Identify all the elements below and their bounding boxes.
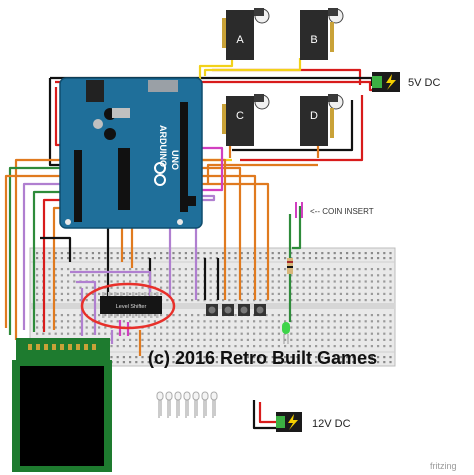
- strip-led: [165, 391, 173, 418]
- chip-pins: [102, 292, 159, 318]
- copyright-text: (c) 2016 Retro Built Games: [148, 348, 377, 368]
- led-strip: [156, 391, 218, 418]
- push-buttons: [206, 304, 266, 316]
- power-jack-5v: 5V DC: [372, 72, 440, 92]
- level-shifter-label: Level Shifter: [116, 304, 147, 310]
- servo-c-label: C: [236, 110, 244, 122]
- strip-led: [183, 391, 191, 418]
- level-shifter-chip: Level Shifter: [100, 292, 162, 318]
- servo-b-label: B: [310, 34, 317, 46]
- lightning-icon: [288, 414, 298, 430]
- servo-d: D: [300, 94, 344, 146]
- servo-motors: A B C D: [222, 8, 344, 146]
- strip-led: [210, 391, 218, 418]
- lcd-pins: [28, 344, 96, 350]
- arduino-logo-icon: [154, 162, 166, 186]
- push-button: [206, 304, 218, 316]
- servo-b: B: [300, 8, 344, 60]
- arduino-model-text: UNO: [170, 150, 180, 170]
- fritzing-watermark: fritzing: [430, 461, 457, 471]
- strip-led: [156, 391, 164, 418]
- resistor: [287, 258, 293, 274]
- coin-insert-label: <-- COIN INSERT: [310, 207, 374, 216]
- power-12v-label: 12V DC: [312, 418, 351, 430]
- power-5v-label: 5V DC: [408, 77, 440, 89]
- power-jack-12v: 12V DC: [276, 412, 351, 432]
- lightning-icon: [386, 74, 396, 90]
- coin-insert-connector: <-- COIN INSERT: [295, 202, 374, 218]
- servo-a: A: [222, 8, 270, 60]
- push-button: [238, 304, 250, 316]
- lcd-display: [12, 338, 112, 472]
- level-shifter-highlight: [80, 282, 176, 330]
- green-led: [282, 322, 290, 344]
- arduino-uno-board: ARDUINO UNO: [59, 77, 203, 229]
- push-button: [222, 304, 234, 316]
- push-button: [254, 304, 266, 316]
- servo-a-label: A: [236, 34, 244, 46]
- strip-led: [174, 391, 182, 418]
- servo-d-label: D: [310, 110, 318, 122]
- strip-led: [192, 391, 200, 418]
- servo-c: C: [222, 94, 270, 146]
- strip-led: [201, 391, 209, 418]
- arduino-brand-text: ARDUINO: [158, 125, 168, 167]
